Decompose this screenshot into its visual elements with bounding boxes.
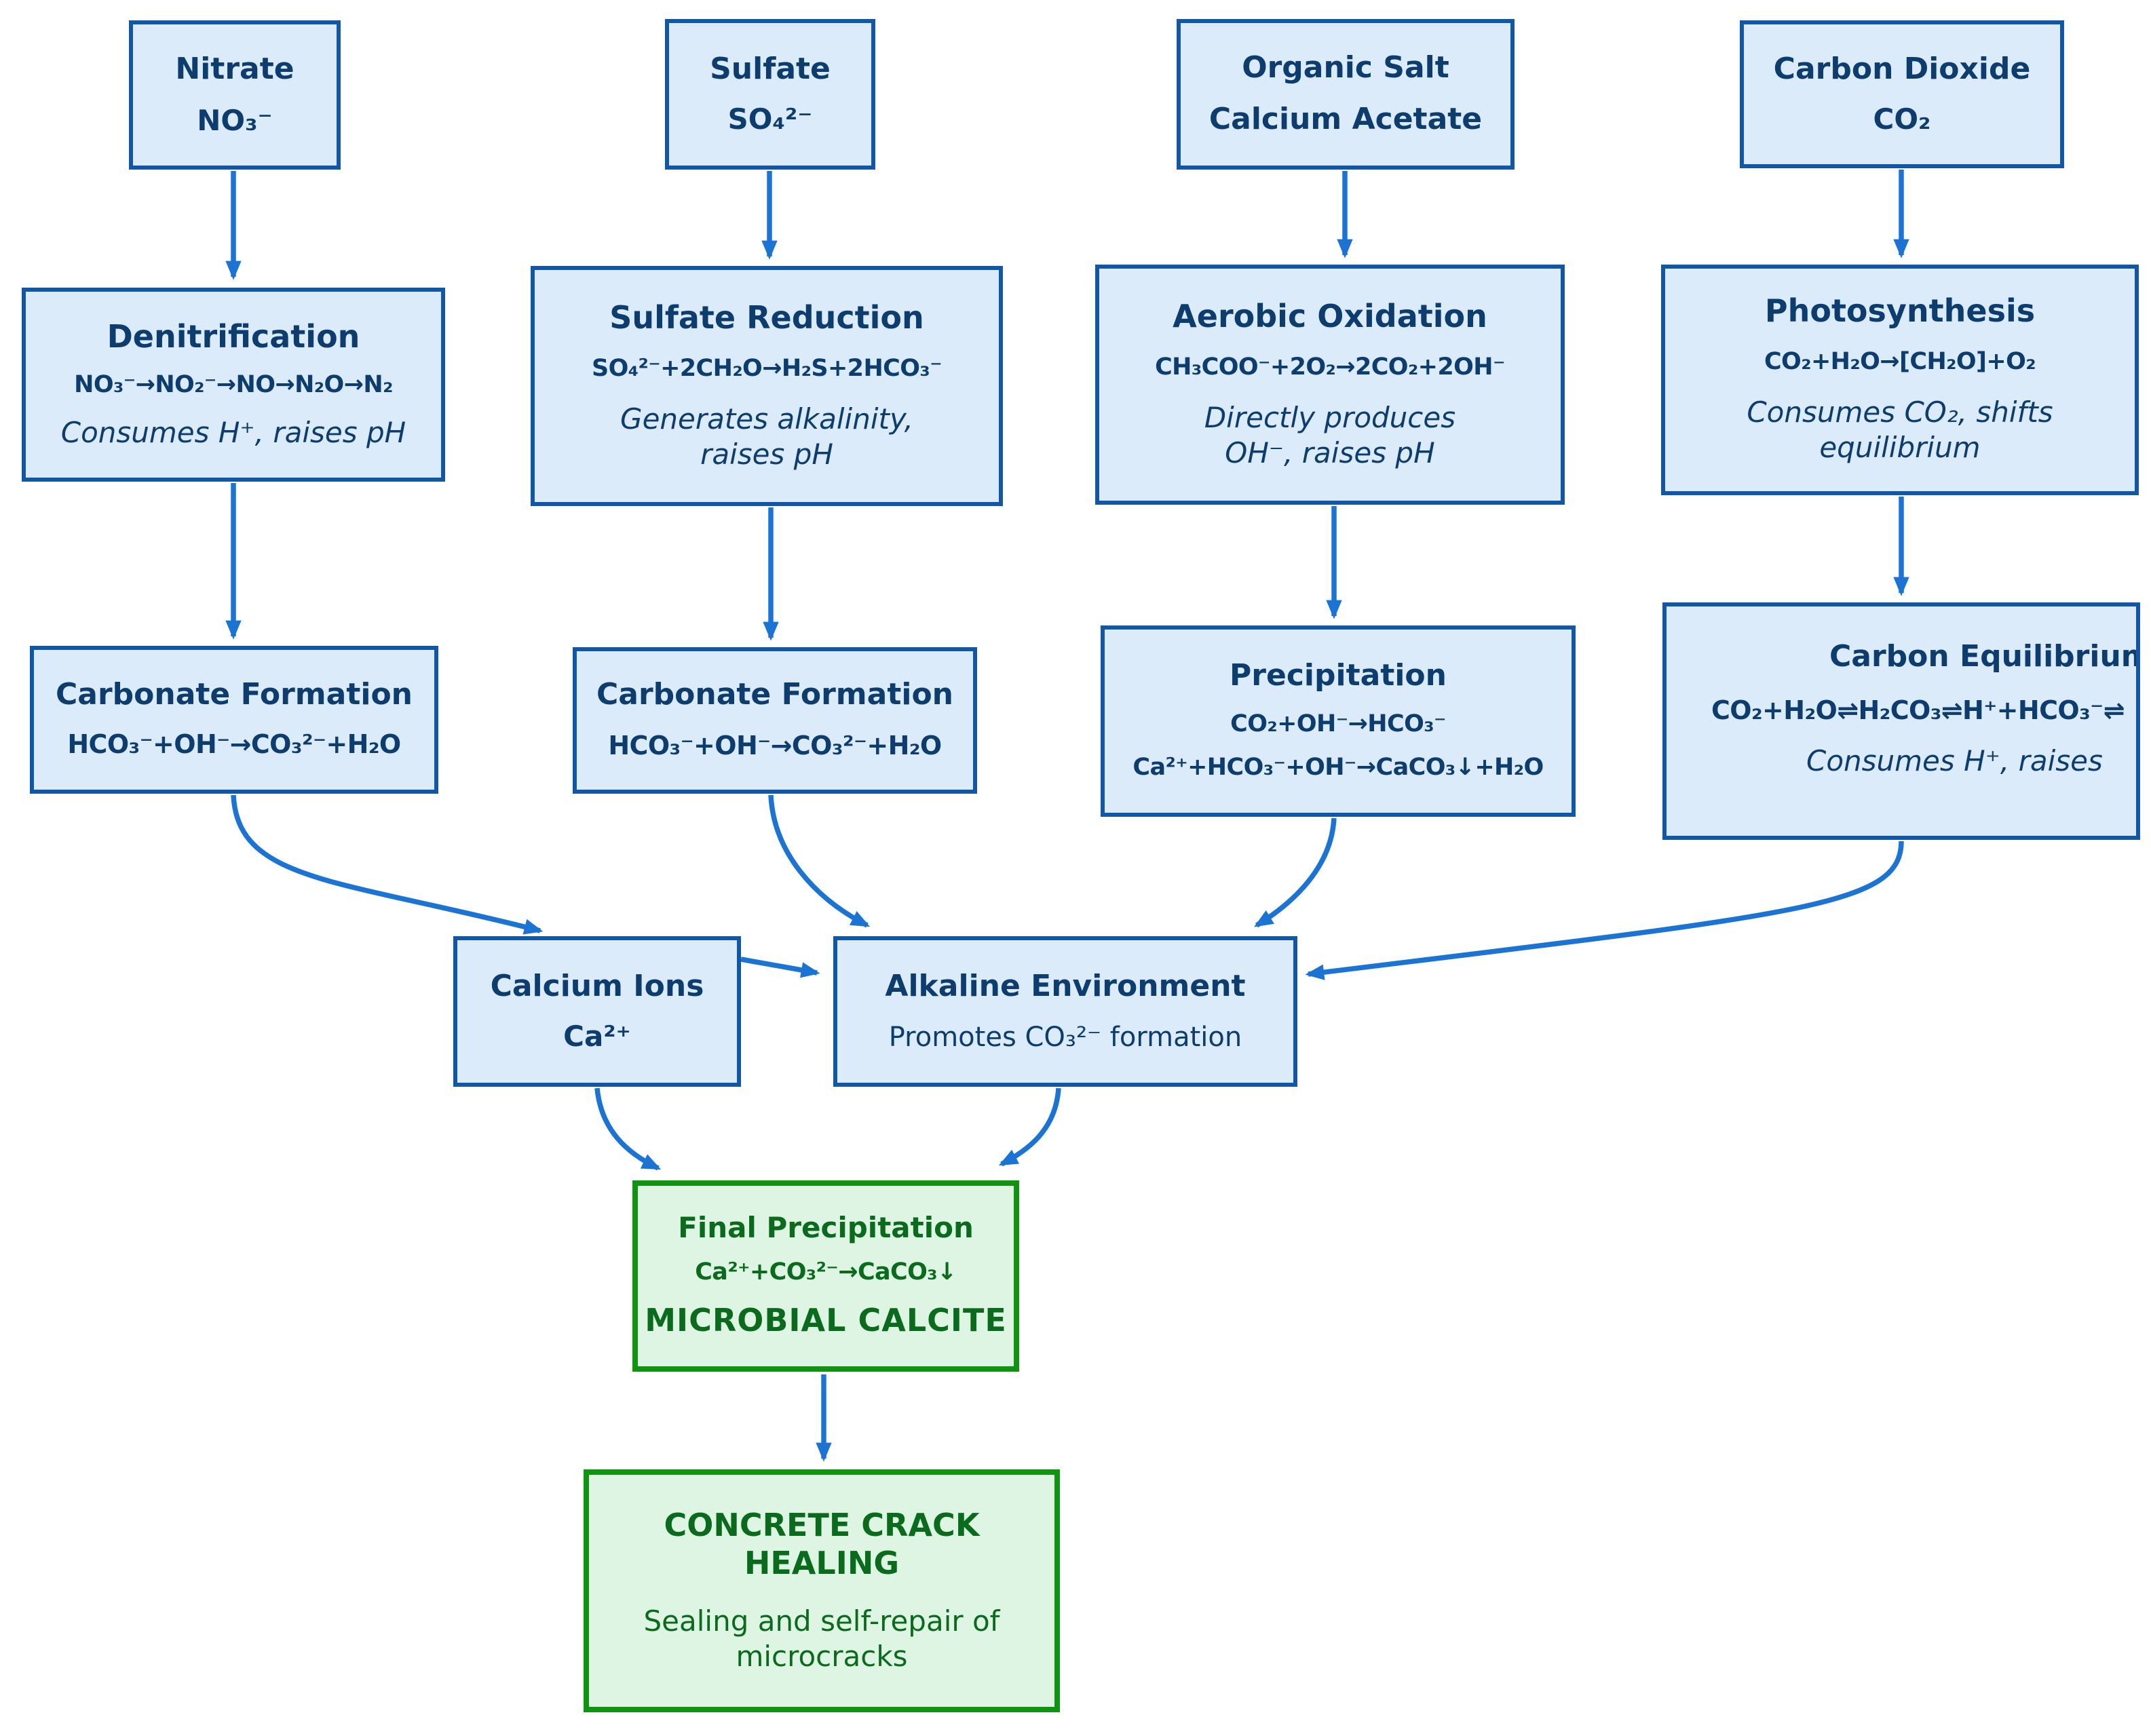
node-title: Final Precipitation <box>678 1212 974 1245</box>
node-concrete-crack-healing: CONCRETE CRACK HEALING Sealing and self-… <box>584 1469 1060 1712</box>
node-formula: NO₃⁻→NO₂⁻→NO→N₂O→N₂ <box>74 371 393 399</box>
node-note: Consumes CO₂, shifts equilibrium <box>1747 396 2053 465</box>
node-formula: CO₂+H₂O→[CH₂O]+O₂ <box>1764 349 2036 377</box>
node-note: Consumes H⁺, raises pH <box>60 416 406 449</box>
node-title: Calcium Ions <box>490 969 704 1004</box>
node-carbonate-formation-1: Carbonate Formation HCO₃⁻+OH⁻→CO₃²⁻+H₂O <box>30 646 438 794</box>
node-carbonate-formation-2: Carbonate Formation HCO₃⁻+OH⁻→CO₃²⁻+H₂O <box>573 647 977 794</box>
node-formula: CO₂+H₂O⇌H₂CO₃⇌H⁺+HCO₃⁻⇌ <box>1711 695 2125 725</box>
node-note: Consumes H⁺, raises <box>1806 745 2103 778</box>
node-title: Aerobic Oxidation <box>1173 299 1487 335</box>
node-title: Sulfate <box>710 52 831 87</box>
arrow-calcium-ions-to-final-precipitation <box>594 1087 662 1171</box>
node-emphasis: MICROBIAL CALCITE <box>645 1304 1007 1340</box>
node-title: Nitrate <box>175 53 294 88</box>
node-sulfate: Sulfate SO₄²⁻ <box>665 19 875 170</box>
node-title: Denitrification <box>107 320 360 356</box>
node-formula: CH₃COO⁻+2O₂→2CO₂+2OH⁻ <box>1155 353 1505 381</box>
arrow-carbonate-formation-1-to-calcium-ions <box>231 794 544 935</box>
node-title: Alkaline Environment <box>885 970 1246 1005</box>
node-aerobic-oxidation: Aerobic Oxidation CH₃COO⁻+2O₂→2CO₂+2OH⁻ … <box>1095 265 1565 505</box>
node-formula: HCO₃⁻+OH⁻→CO₃²⁻+H₂O <box>67 730 401 760</box>
node-formula: CO₂ <box>1873 103 1931 136</box>
node-photosynthesis: Photosynthesis CO₂+H₂O→[CH₂O]+O₂ Consume… <box>1661 265 2139 495</box>
node-calcium-ions: Calcium Ions Ca²⁺ <box>453 936 741 1087</box>
node-title: Carbon Dioxide <box>1773 52 2031 87</box>
node-formula-2: Ca²⁺+HCO₃⁻+OH⁻→CaCO₃↓+H₂O <box>1132 754 1544 782</box>
node-title: Carbonate Formation <box>55 678 413 712</box>
node-title: Photosynthesis <box>1764 294 2036 330</box>
arrow-precipitation-to-alkaline-environment <box>1254 817 1337 928</box>
node-formula: SO₄²⁻ <box>727 103 813 136</box>
node-title: Carbonate Formation <box>596 678 953 713</box>
node-final-precipitation: Final Precipitation Ca²⁺+CO₃²⁻→CaCO₃↓ MI… <box>632 1180 1019 1372</box>
arrow-calcium-ions-to-alkaline-environment <box>740 957 820 978</box>
node-title: Sulfate Reduction <box>609 301 924 336</box>
node-carbon-dioxide: Carbon Dioxide CO₂ <box>1740 20 2064 168</box>
node-carbon-equilibrium: Carbon Equilibrium CO₂+H₂O⇌H₂CO₃⇌H⁺+HCO₃… <box>1662 602 2140 840</box>
node-note: Promotes CO₃²⁻ formation <box>888 1020 1242 1053</box>
node-formula: CO₂+OH⁻→HCO₃⁻ <box>1230 711 1446 739</box>
arrow-carbonate-formation-2-to-alkaline-environment <box>768 794 871 928</box>
node-precipitation: Precipitation CO₂+OH⁻→HCO₃⁻ Ca²⁺+HCO₃⁻+O… <box>1101 625 1576 817</box>
node-subtitle: Calcium Acetate <box>1208 102 1483 136</box>
arrow-carbon-equilibrium-to-alkaline-environment <box>1305 841 1904 980</box>
node-title: Organic Salt <box>1242 52 1449 85</box>
arrow-alkaline-environment-to-final-precipitation <box>998 1087 1061 1167</box>
node-nitrate: Nitrate NO₃⁻ <box>129 20 341 170</box>
node-note: Sealing and self-repair of microcracks <box>643 1605 1000 1674</box>
node-organic-salt: Organic Salt Calcium Acetate <box>1177 19 1515 170</box>
node-denitrification: Denitrification NO₃⁻→NO₂⁻→NO→N₂O→N₂ Cons… <box>22 288 445 482</box>
node-note: Generates alkalinity, raises pH <box>620 402 913 471</box>
node-formula: Ca²⁺ <box>563 1020 631 1054</box>
node-formula: HCO₃⁻+OH⁻→CO₃²⁻+H₂O <box>608 731 942 761</box>
node-formula: NO₃⁻ <box>197 104 273 137</box>
node-title: Precipitation <box>1230 659 1447 693</box>
node-title: Carbon Equilibrium <box>1829 640 2140 674</box>
node-note: Directly produces OH⁻, raises pH <box>1204 401 1456 469</box>
node-formula: Ca²⁺+CO₃²⁻→CaCO₃↓ <box>695 1259 957 1287</box>
node-title: CONCRETE CRACK HEALING <box>664 1508 980 1583</box>
node-alkaline-environment: Alkaline Environment Promotes CO₃²⁻ form… <box>833 936 1297 1087</box>
node-sulfate-reduction: Sulfate Reduction SO₄²⁻+2CH₂O→H₂S+2HCO₃⁻… <box>531 266 1003 506</box>
node-formula: SO₄²⁻+2CH₂O→H₂S+2HCO₃⁻ <box>591 355 943 383</box>
